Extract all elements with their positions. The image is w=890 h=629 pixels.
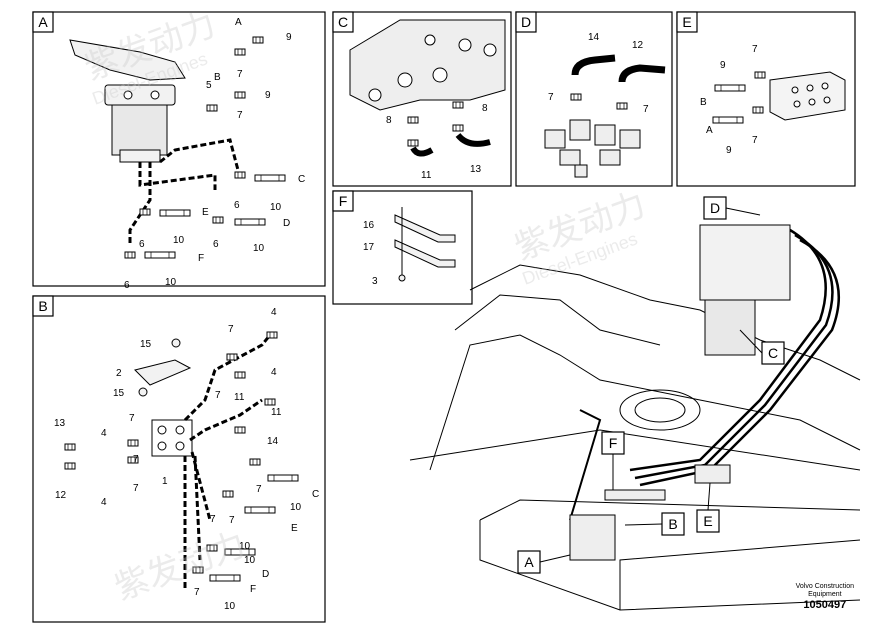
svg-text:14: 14 [588,32,600,43]
svg-text:4: 4 [101,428,107,439]
svg-text:1: 1 [162,476,168,487]
svg-text:7: 7 [752,135,758,146]
panel-e: E 9 7 B A 7 9 [676,11,856,187]
svg-text:15: 15 [140,339,152,350]
pedal-valve [69,39,186,163]
svg-text:E: E [703,513,712,529]
svg-text:8: 8 [482,103,488,114]
svg-text:6: 6 [213,239,219,250]
svg-text:9: 9 [720,60,726,71]
svg-text:11: 11 [271,407,282,418]
clamp-brackets [394,207,456,282]
svg-text:15: 15 [113,388,125,399]
drawing-number: 1050497 [803,599,847,611]
svg-text:9: 9 [726,145,732,156]
svg-text:12: 12 [55,490,67,501]
svg-text:13: 13 [54,418,66,429]
svg-text:9: 9 [286,32,292,43]
panel-b: B 15 2 15 7 4 [32,295,326,623]
svg-text:D: D [262,569,269,580]
machine-overview [409,224,861,611]
manifold-block [134,338,193,457]
svg-text:12: 12 [632,40,644,51]
svg-text:13: 13 [470,164,482,175]
svg-text:10: 10 [224,601,236,612]
svg-text:7: 7 [129,413,135,424]
svg-text:6: 6 [124,280,130,291]
svg-text:10: 10 [290,502,302,513]
svg-text:7: 7 [752,44,758,55]
svg-text:B: B [214,72,221,83]
panel-d-tag: D [521,14,531,30]
port-block [769,71,846,121]
panel-a: A A 9 7 5 B 9 7 [32,11,326,291]
drawing-credit: Volvo Construction Equipment 1050497 [796,583,854,611]
svg-text:A: A [235,17,242,28]
svg-text:6: 6 [139,239,145,250]
svg-text:B: B [700,97,707,108]
panel-a-tag: A [38,14,48,30]
svg-text:10: 10 [270,202,282,213]
svg-text:10: 10 [173,235,185,246]
panel-b-tag: B [38,298,47,314]
svg-text:B: B [668,516,677,532]
panel-d: D 14 12 7 7 [515,11,673,187]
panel-f: F 16 17 3 [332,190,473,305]
svg-text:7: 7 [210,514,216,525]
svg-text:A: A [706,125,713,136]
svg-text:3: 3 [372,276,378,287]
svg-text:D: D [710,200,720,216]
brand-line-1: Volvo Construction [795,583,854,590]
svg-text:7: 7 [237,110,243,121]
svg-text:F: F [609,435,618,451]
svg-text:11: 11 [421,170,432,181]
svg-text:C: C [312,489,319,500]
svg-text:7: 7 [133,483,139,494]
panel-c: C 8 8 11 13 [332,11,512,187]
brand-line-2: Equipment [808,591,842,598]
svg-text:7: 7 [228,324,234,335]
svg-text:D: D [283,218,290,229]
svg-text:7: 7 [548,92,554,103]
svg-text:10: 10 [253,243,265,254]
svg-text:10: 10 [165,277,177,288]
panel-e-tag: E [682,14,691,30]
svg-text:9: 9 [265,90,271,101]
overview-callouts: D C F B E A [517,196,785,574]
svg-text:11: 11 [234,392,245,403]
svg-text:F: F [250,584,256,595]
svg-text:4: 4 [271,307,277,318]
panel-a-labels: A 9 7 5 B 9 7 C 6 10 D E 6 10 6 10 F 6 1… [124,17,305,291]
svg-text:4: 4 [271,367,277,378]
svg-text:7: 7 [643,104,649,115]
panel-b-labels: 15 2 15 7 4 11 7 7 4 11 14 13 4 7 12 4 7… [54,307,319,612]
svg-text:6: 6 [234,200,240,211]
panel-f-tag: F [339,193,348,209]
svg-text:10: 10 [239,541,251,552]
svg-text:10: 10 [244,555,256,566]
svg-text:7: 7 [256,484,262,495]
svg-text:16: 16 [363,220,375,231]
svg-text:C: C [298,174,305,185]
svg-text:7: 7 [215,390,221,401]
svg-text:C: C [768,345,778,361]
svg-text:8: 8 [386,115,392,126]
svg-text:2: 2 [116,368,122,379]
control-valve-detail [349,19,506,111]
svg-text:4: 4 [101,497,107,508]
svg-text:7: 7 [229,515,235,526]
svg-text:14: 14 [267,436,279,447]
svg-text:5: 5 [206,80,212,91]
valve-spools [544,119,641,178]
panel-c-tag: C [338,14,348,30]
svg-text:7: 7 [133,454,139,465]
svg-text:17: 17 [363,242,375,253]
svg-text:7: 7 [237,69,243,80]
svg-text:F: F [198,253,204,264]
svg-text:7: 7 [194,587,200,598]
svg-text:A: A [524,554,534,570]
svg-text:E: E [202,207,209,218]
svg-text:E: E [291,523,298,534]
